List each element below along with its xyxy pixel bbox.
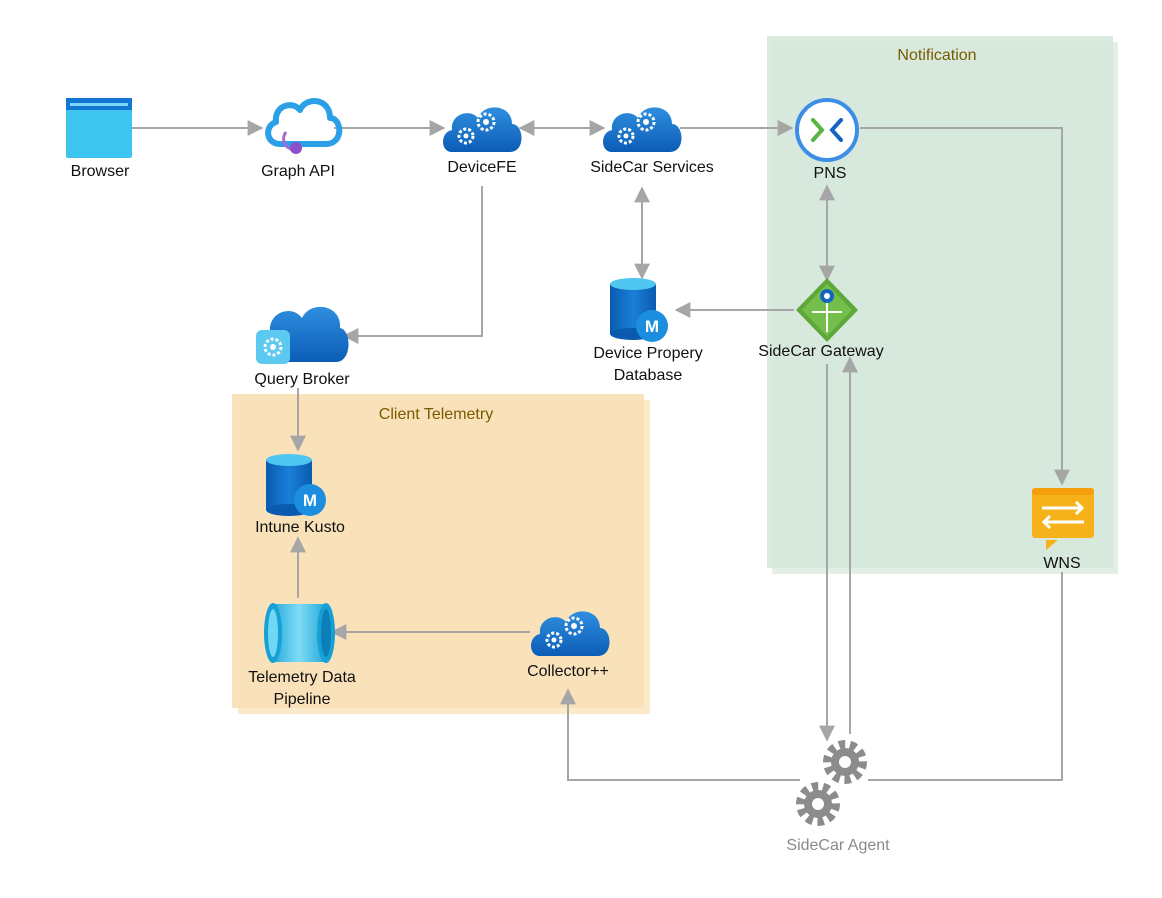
browser-label: Browser	[71, 163, 130, 180]
pns-node[interactable]: PNS	[795, 98, 859, 182]
wns-node[interactable]: WNS	[1032, 488, 1094, 572]
sidecar-services-node[interactable]: SideCar Services	[590, 107, 714, 176]
wns-label: WNS	[1043, 555, 1080, 572]
notification-group-title: Notification	[897, 47, 976, 64]
database-badge-glyph: M	[645, 317, 659, 336]
gateway-icon	[796, 278, 858, 342]
device-property-database-label-line1: Device Propery	[593, 345, 702, 362]
cloud-gear-icon	[443, 107, 522, 152]
gear-icon	[823, 740, 867, 784]
telemetry-data-pipeline-label-line2: Pipeline	[274, 691, 331, 708]
graph-api-icon	[265, 98, 343, 154]
collector-label: Collector++	[527, 663, 609, 680]
telemetry-data-pipeline-node[interactable]: Telemetry Data Pipeline	[248, 603, 356, 708]
sidecar-services-label: SideCar Services	[590, 159, 714, 176]
gear-icon	[796, 782, 840, 826]
graph-api-node[interactable]: Graph API	[261, 98, 343, 180]
edge-pns-wns	[860, 127, 1070, 486]
edge-devicefe-querybroker	[342, 186, 483, 344]
pns-icon	[795, 98, 859, 162]
database-icon: M	[266, 454, 326, 516]
sidecar-agent-label: SideCar Agent	[786, 837, 890, 854]
device-property-database-node[interactable]: M Device Propery Database	[593, 278, 703, 384]
intune-kusto-node[interactable]: M Intune Kusto	[255, 454, 345, 536]
edge-wns-agent	[868, 572, 1063, 781]
pipeline-icon	[264, 603, 335, 663]
device-property-database-label-line2: Database	[614, 367, 683, 384]
graph-api-label: Graph API	[261, 163, 335, 180]
sidecar-agent-node[interactable]: SideCar Agent	[786, 740, 890, 854]
browser-node[interactable]: Browser	[66, 98, 132, 180]
devicefe-label: DeviceFE	[447, 159, 516, 176]
cloud-gear-icon	[603, 107, 682, 152]
query-broker-node[interactable]: Query Broker	[254, 306, 350, 388]
sidecar-gateway-label: SideCar Gateway	[758, 343, 883, 360]
pns-label: PNS	[814, 165, 847, 182]
database-badge-glyph: M	[303, 491, 317, 510]
collector-node[interactable]: Collector++	[527, 611, 610, 680]
edge-agent-collector	[560, 688, 800, 781]
intune-kusto-label: Intune Kusto	[255, 519, 345, 536]
devicefe-node[interactable]: DeviceFE	[443, 107, 522, 176]
cloud-gear-icon	[531, 611, 610, 656]
sidecar-gateway-node[interactable]: SideCar Gateway	[758, 278, 884, 360]
client-telemetry-group-title: Client Telemetry	[379, 406, 493, 423]
connectors	[132, 120, 1070, 781]
cloud-gear-icon	[256, 306, 349, 364]
telemetry-data-pipeline-label-line1: Telemetry Data	[248, 669, 356, 686]
wns-icon	[1032, 488, 1094, 550]
browser-icon	[66, 98, 132, 158]
query-broker-label: Query Broker	[254, 371, 350, 388]
database-icon: M	[610, 278, 668, 342]
